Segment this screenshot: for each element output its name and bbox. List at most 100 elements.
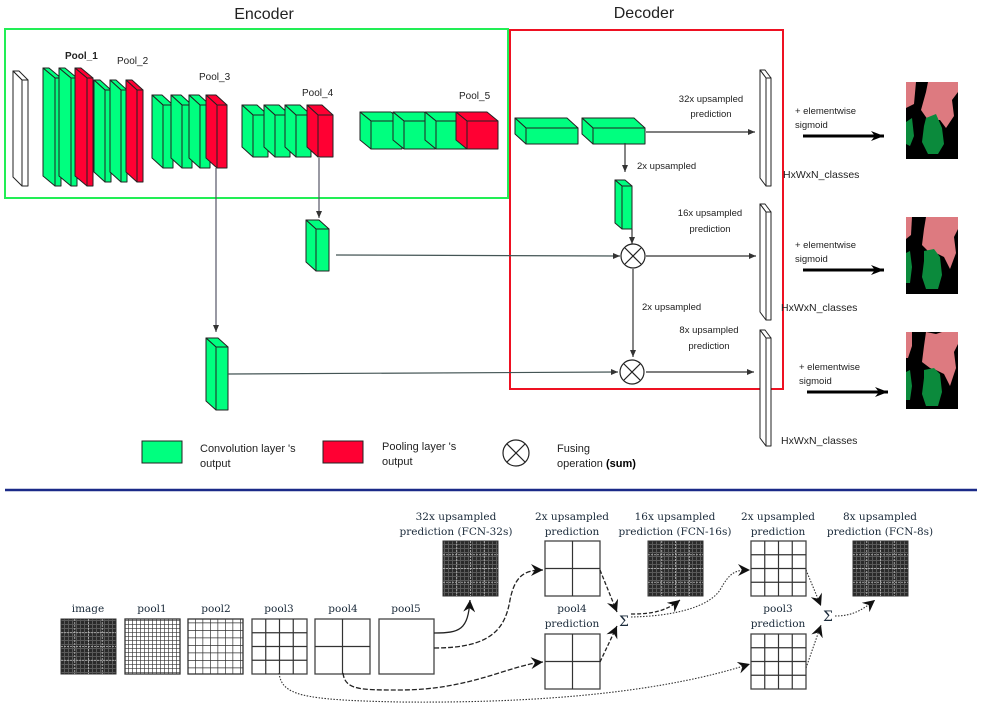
fcn8-label-line2: prediction (FCN-8s) bbox=[827, 526, 933, 538]
decoder-box bbox=[509, 29, 784, 390]
segmentation-output-32x bbox=[906, 82, 958, 159]
arrow-pool4-to-pool4pred bbox=[342, 657, 544, 691]
up2a-label-line2: prediction bbox=[545, 526, 600, 538]
stage-label-pool5: pool5 bbox=[391, 603, 420, 615]
pool3pred-label-line2: prediction bbox=[751, 618, 806, 630]
block2-conv-1 bbox=[109, 79, 128, 183]
block1-pool-2 bbox=[74, 67, 94, 187]
stage-pool4 bbox=[314, 618, 371, 675]
output-slabs bbox=[759, 69, 772, 447]
bottom-stages bbox=[60, 540, 909, 690]
arrow-pool3pred-to-sum2 bbox=[805, 624, 823, 669]
up2a-label-line1: 2x upsampled bbox=[535, 511, 609, 523]
output-1-shape: HxWxN_classes bbox=[783, 169, 859, 181]
pool3-prediction bbox=[750, 633, 807, 690]
block2-pool-2 bbox=[125, 79, 144, 183]
fcn16-output bbox=[647, 540, 704, 597]
fuse-op-1 bbox=[620, 243, 646, 269]
segmentation-output-16x bbox=[906, 217, 958, 294]
output-slab-16x bbox=[759, 203, 772, 321]
output-3-shape: HxWxN_classes bbox=[781, 435, 857, 447]
stage-label-pool1: pool1 bbox=[137, 603, 166, 615]
arrow-pool5-to-up2a bbox=[433, 564, 544, 649]
decoder-fc7-block bbox=[581, 117, 646, 145]
output-1-op-line2: sigmoid bbox=[795, 120, 828, 131]
block2-conv-0 bbox=[93, 79, 112, 183]
label-2x-a: 2x upsampled bbox=[637, 161, 696, 172]
stage-pool2 bbox=[187, 618, 244, 675]
label-8x-line1: 8x upsampled bbox=[679, 325, 738, 336]
pool-label-3: Pool_3 bbox=[199, 72, 231, 83]
arrow-pool3-to-pool3pred bbox=[278, 661, 751, 703]
output-3-op-line2: sigmoid bbox=[799, 376, 832, 387]
up2b-label-line1: 2x upsampled bbox=[741, 511, 815, 523]
block3-conv-0 bbox=[151, 94, 174, 169]
fcn32-label-line1: 32x upsampled bbox=[416, 511, 497, 523]
arrow-pool5-to-fcn32 bbox=[433, 599, 476, 634]
fcn32-label-line2: prediction (FCN-32s) bbox=[400, 526, 513, 538]
pool-label-1: Pool_1 bbox=[65, 51, 98, 62]
pool-label-2: Pool_2 bbox=[117, 56, 149, 67]
pool4-prediction bbox=[544, 633, 601, 690]
stage-pool1 bbox=[124, 618, 181, 675]
legend-fuse-line1: Fusing bbox=[557, 443, 590, 455]
encoder-title: Encoder bbox=[234, 6, 294, 23]
legend-pool-line2: output bbox=[382, 456, 413, 468]
pool4-prediction-block bbox=[305, 219, 330, 272]
pool3pred-label-line1: pool3 bbox=[763, 603, 792, 615]
arrow-sum2-to-fcn8 bbox=[834, 599, 876, 617]
output-3: + elementwise sigmoid HxWxN_classes bbox=[781, 362, 888, 447]
stage-label-pool3: pool3 bbox=[264, 603, 293, 615]
decoder-upsample-2x-a bbox=[614, 179, 633, 230]
fuse-op-2 bbox=[619, 359, 645, 385]
label-16x-line2: prediction bbox=[689, 224, 730, 235]
fcn16-label-line1: 16x upsampled bbox=[635, 511, 716, 523]
arrow-sum1-to-fcn16 bbox=[630, 599, 681, 615]
pool4pred-label-line2: prediction bbox=[545, 618, 600, 630]
decoder-title: Decoder bbox=[614, 5, 675, 22]
arrow-pool4pred-to-sum1 bbox=[599, 625, 618, 663]
output-3-op-line1: + elementwise bbox=[799, 362, 860, 373]
pool4pred-label-line1: pool4 bbox=[557, 603, 587, 615]
legend-pool-line1: Pooling layer 's bbox=[382, 441, 457, 453]
pool-label-4: Pool_4 bbox=[302, 88, 334, 99]
stage-pool3 bbox=[251, 618, 308, 675]
legend-conv-line1: Convolution layer 's bbox=[200, 443, 296, 455]
arrow-up2a-to-sum1 bbox=[599, 569, 619, 613]
fcn8-output bbox=[852, 540, 909, 597]
label-8x-line2: prediction bbox=[688, 341, 729, 352]
block3-pool-3 bbox=[205, 94, 228, 169]
output-2-op-line1: + elementwise bbox=[795, 240, 856, 251]
input-image-slab bbox=[12, 70, 29, 187]
stage-pool5 bbox=[378, 618, 435, 675]
block5-pool-3 bbox=[455, 111, 499, 150]
stage-image bbox=[60, 618, 117, 675]
segmentation-output-8x bbox=[906, 332, 958, 409]
up2b-label-line2: prediction bbox=[751, 526, 806, 538]
output-slab-8x bbox=[759, 329, 772, 447]
legend-conv-swatch bbox=[141, 440, 183, 464]
output-1: + elementwise sigmoid HxWxN_classes bbox=[783, 106, 884, 181]
up2b-prediction bbox=[750, 540, 807, 597]
label-2x-b: 2x upsampled bbox=[642, 302, 701, 313]
legend-fuse-line2-text: operation bbox=[557, 458, 606, 470]
output-slab-32x bbox=[759, 69, 772, 187]
output-1-op-line1: + elementwise bbox=[795, 106, 856, 117]
output-2-op-line2: sigmoid bbox=[795, 254, 828, 265]
output-2: + elementwise sigmoid HxWxN_classes bbox=[781, 240, 884, 314]
legend-pool-swatch bbox=[322, 440, 364, 464]
label-16x-line1: 16x upsampled bbox=[678, 208, 742, 219]
block1-conv-0 bbox=[42, 67, 62, 187]
block4-pool-3 bbox=[306, 104, 334, 158]
fcn8-label-line1: 8x upsampled bbox=[843, 511, 917, 523]
sum-symbol-2: Σ bbox=[823, 609, 833, 625]
encoder-box bbox=[4, 28, 509, 199]
up2a-prediction bbox=[544, 540, 601, 597]
stage-label-pool4: pool4 bbox=[328, 603, 358, 615]
pool3-prediction-block bbox=[205, 337, 229, 411]
pool4-to-fuse-line bbox=[335, 252, 621, 259]
encoder-layers bbox=[12, 67, 646, 411]
sum-symbol-1: Σ bbox=[619, 614, 629, 630]
pool-label-5: Pool_5 bbox=[459, 91, 491, 102]
